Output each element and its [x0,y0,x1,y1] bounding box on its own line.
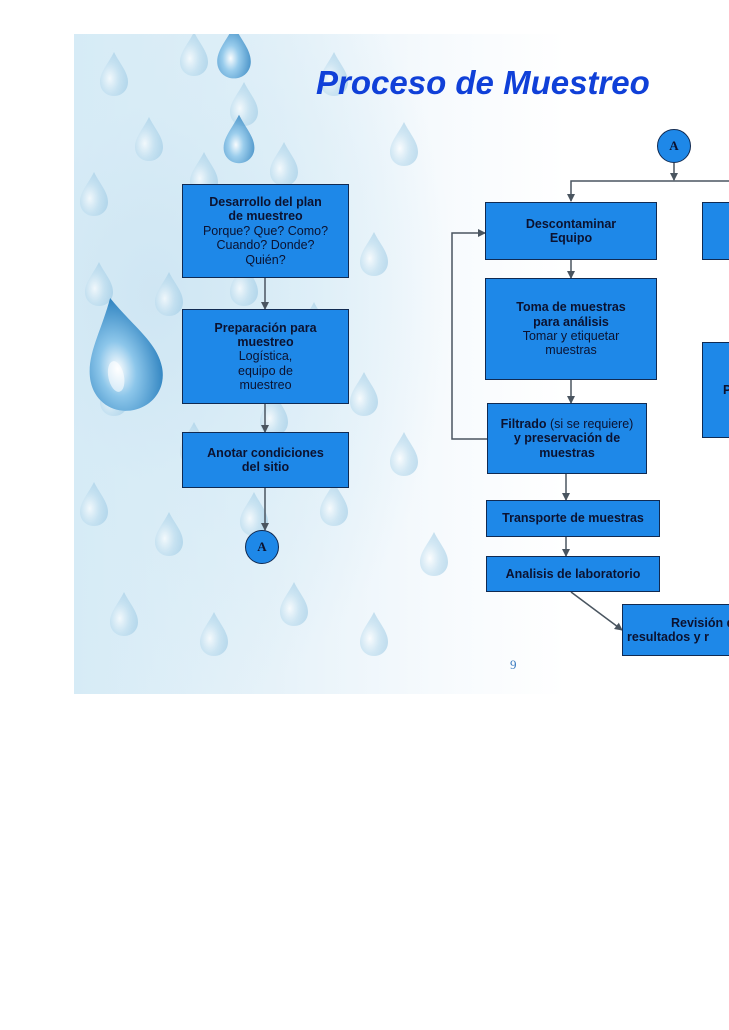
slide: Proceso de Muestreo Desarrollo del pla [74,34,729,694]
page-title: Proceso de Muestreo [316,64,650,101]
box-site-conditions: Anotar condiciones del sitio [182,432,349,488]
box-sample-collection: Toma de muestras para análisis Tomar y e… [485,278,657,380]
box-results-review: Revisión d resultados y r [622,604,729,656]
box-cut-middle-right: P [702,342,729,438]
line-loop-back [451,229,487,440]
flow-connectors [261,163,729,631]
line-top-branch [567,180,729,202]
box-decontaminate-equipment: Descontaminar Equipo [485,202,657,260]
box-sample-transport: Transporte de muestras [486,500,660,537]
arrow-lab-to-review [570,591,623,631]
drop-icon-large [74,290,170,418]
box-laboratory-analysis: Analisis de laboratorio [486,556,660,592]
box-cut-top-right [702,202,729,260]
water-drops-background [74,34,448,656]
box-filtering-preservation: Filtrado (si se requiere) y preservación… [487,403,647,474]
connector-a-bottom: A [245,530,279,564]
box-sampling-plan: Desarrollo del plan de muestreo Porque? … [182,184,349,278]
box-sampling-preparation: Preparación para muestreo Logística, equ… [182,309,349,404]
page-number: 9 [510,657,517,672]
connector-a-top: A [657,129,691,163]
